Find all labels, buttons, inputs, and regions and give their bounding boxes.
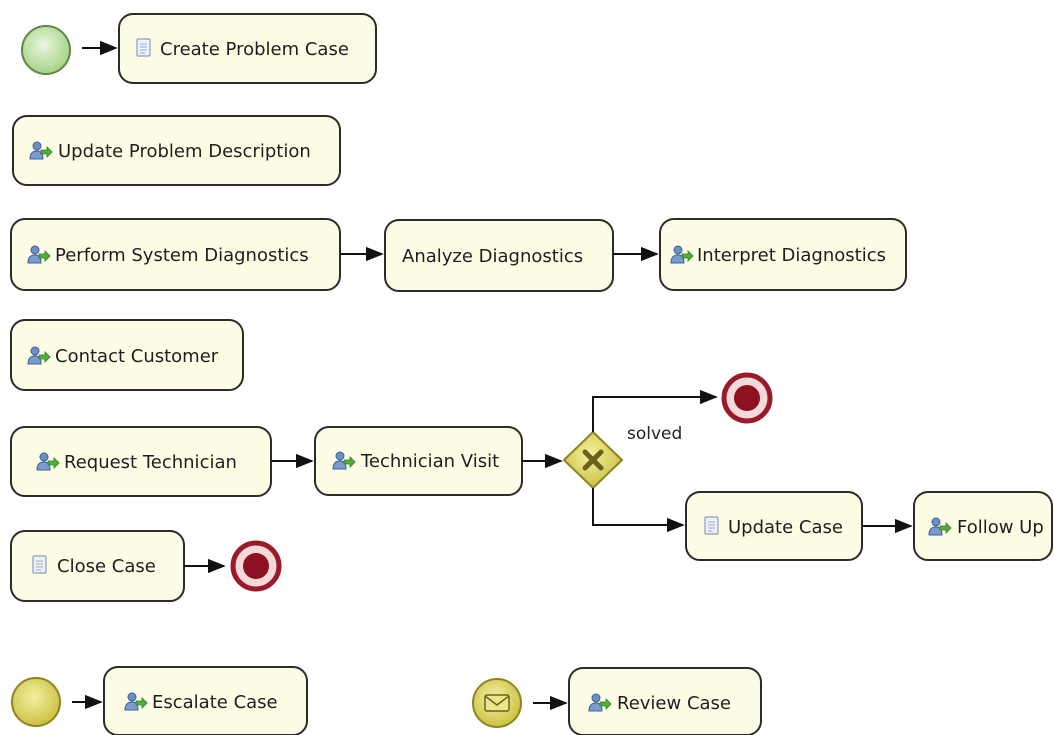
exclusive-gateway[interactable] [562,430,624,490]
edge-label-solved: solved [627,424,682,444]
task-analyze-diagnostics[interactable]: Analyze Diagnostics [384,219,614,292]
task-interpret-diagnostics[interactable]: Interpret Diagnostics [659,218,907,291]
message-start-event[interactable] [472,678,522,728]
end-event[interactable] [721,372,773,424]
task-label: Escalate Case [152,692,278,713]
task-review-case[interactable]: Review Case [568,667,762,735]
task-contact-customer[interactable]: Contact Customer [10,319,244,391]
script-task-icon [704,516,719,535]
end-event[interactable] [230,540,282,592]
task-escalate-case[interactable]: Escalate Case [103,666,308,735]
task-label: Request Technician [64,452,237,473]
task-label: Interpret Diagnostics [697,245,886,266]
task-create-problem-case[interactable]: Create Problem Case [118,13,377,84]
task-label: Close Case [57,556,156,577]
task-update-case[interactable]: Update Case [685,491,863,561]
task-perform-system-diagnostics[interactable]: Perform System Diagnostics [10,218,341,291]
task-close-case[interactable]: Close Case [10,530,185,602]
task-label: Perform System Diagnostics [55,245,309,266]
task-label: Review Case [617,693,731,714]
task-label: Technician Visit [360,451,499,472]
flow-arrow-solved [592,389,718,432]
task-label: Analyze Diagnostics [402,246,583,267]
task-label: Create Problem Case [160,39,349,60]
script-task-icon [136,38,151,57]
task-technician-visit[interactable]: Technician Visit [314,426,523,496]
envelope-icon [484,694,510,712]
task-request-technician[interactable]: Request Technician [10,426,272,497]
task-update-problem-description[interactable]: Update Problem Description [12,115,341,186]
task-label: Contact Customer [55,346,219,367]
task-follow-up[interactable]: Follow Up [913,491,1053,561]
task-label: Update Problem Description [58,141,311,162]
task-label: Follow Up [957,517,1044,538]
script-task-icon [32,555,47,574]
start-event-escalation[interactable] [11,677,61,727]
start-event[interactable] [21,25,71,75]
flow-arrow [592,488,685,533]
task-label: Update Case [728,517,843,538]
exclusive-gateway-icon [582,449,604,471]
